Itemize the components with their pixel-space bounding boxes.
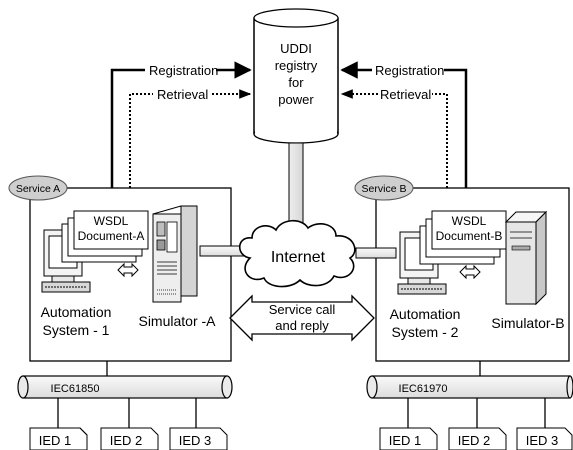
wsdl-a-label-1: WSDL	[94, 214, 129, 228]
internet-label: Internet	[271, 249, 326, 266]
left-ied-3: IED 3	[169, 427, 228, 450]
exchange-arrow-icon	[117, 262, 139, 278]
wsdl-document-icon: WSDL Document-B	[419, 210, 507, 265]
right-ied-2: IED 2	[448, 427, 507, 450]
left-retrieval-label: Retrieval	[157, 87, 208, 102]
iec61970-bus: IEC61970	[366, 361, 573, 428]
left-registration-label: Registration	[149, 63, 218, 78]
simulator-b-label: Simulator-B	[491, 315, 564, 331]
service-a-label: Service A	[16, 183, 60, 195]
iec61970-label: IEC61970	[399, 383, 448, 395]
exchange-arrow-icon	[459, 264, 481, 280]
service-b-label: Service B	[362, 183, 407, 195]
right-registration-link: Registration Retrieval	[340, 61, 468, 188]
automation-system-1-label-2: System - 1	[43, 322, 110, 338]
uddi-registry: UDDI registry for power	[253, 8, 339, 144]
service-call-label-1: Service call	[269, 302, 336, 317]
left-ied-1: IED 1	[29, 427, 88, 450]
registry-label-4: power	[278, 92, 314, 107]
registry-label-2: registry	[275, 58, 318, 73]
wsdl-document-icon: WSDL Document-A	[61, 210, 149, 263]
right-ied-3-label: IED 3	[526, 433, 559, 448]
wsdl-a-label-2: Document-A	[78, 229, 145, 243]
iec61850-bus: IEC61850	[17, 361, 233, 428]
automation-system-2-label-2: System - 2	[392, 324, 459, 340]
right-registration-label: Registration	[375, 63, 444, 78]
simulator-a-label: Simulator -A	[138, 313, 216, 329]
simulator-b-icon	[504, 210, 548, 306]
left-ied-1-label: IED 1	[39, 433, 72, 448]
service-call-label-2: and reply	[275, 318, 329, 333]
automation-system-1-box: Service A WSDL Document-A	[8, 175, 232, 362]
wsdl-b-label-1: WSDL	[452, 214, 487, 228]
left-ied-3-label: IED 3	[179, 433, 212, 448]
registry-label-3: for	[288, 75, 304, 90]
left-registration-link: Registration Retrieval	[110, 61, 252, 188]
iec61850-label: IEC61850	[51, 383, 100, 395]
left-ied-2-label: IED 2	[110, 433, 143, 448]
automation-system-2-box: Service B WSDL Document-B Automation	[354, 175, 570, 362]
wsdl-b-label-2: Document-B	[436, 229, 503, 243]
right-ied-1: IED 1	[379, 427, 438, 450]
registry-pipe	[288, 142, 304, 230]
internet-right-link	[355, 247, 397, 259]
service-call-arrow: Service call and reply	[229, 294, 375, 342]
right-retrieval-label: Retrieval	[380, 87, 431, 102]
right-ied-3: IED 3	[516, 427, 573, 450]
registry-label-1: UDDI	[280, 41, 312, 56]
right-ied-1-label: IED 1	[389, 433, 422, 448]
left-ied-2: IED 2	[100, 427, 159, 450]
right-ied-2-label: IED 2	[458, 433, 491, 448]
internet-cloud: Internet	[238, 219, 356, 288]
simulator-a-icon	[152, 205, 198, 303]
automation-system-1-label-1: Automation	[41, 304, 112, 320]
automation-system-2-label-1: Automation	[390, 306, 461, 322]
